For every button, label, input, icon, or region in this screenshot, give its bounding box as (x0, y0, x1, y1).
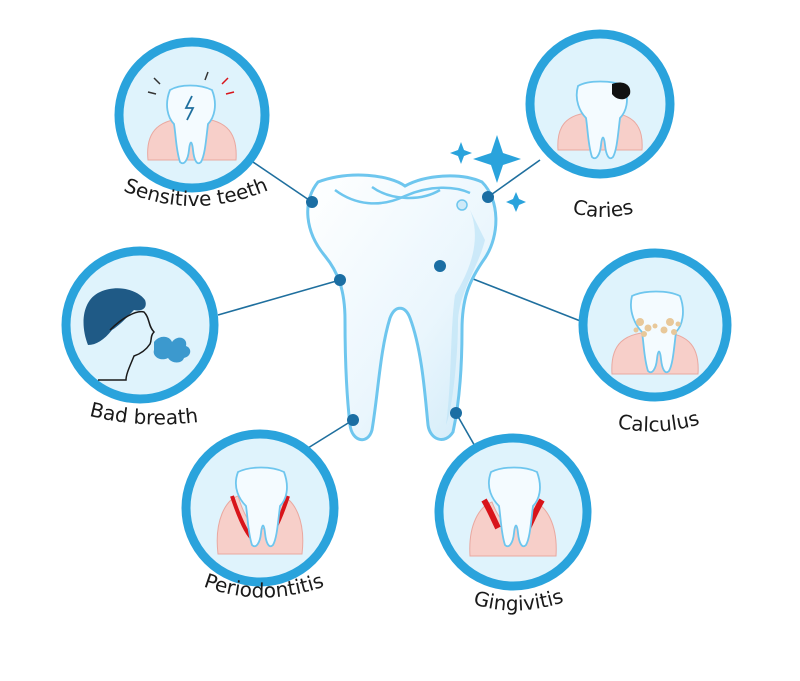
breath-cloud-icon (153, 336, 191, 363)
star-icon (473, 135, 521, 183)
dot-sensitive (306, 196, 318, 208)
ring-gingivitis (434, 433, 592, 591)
connector-bad-breath (217, 279, 341, 316)
connector-caries (487, 159, 541, 198)
sensitive-tooth-icon (147, 71, 237, 165)
gingivitis-tooth-icon (469, 466, 557, 557)
dot-gingivitis (450, 407, 462, 419)
caries-tooth-icon (557, 80, 643, 160)
ring-calculus (578, 248, 732, 402)
junction-dots (306, 191, 494, 426)
dot-calculus (434, 260, 446, 272)
ring-caries (525, 29, 675, 179)
decay-spot (612, 82, 631, 100)
dot-caries (482, 191, 494, 203)
connector-periodontitis (307, 419, 354, 449)
face-profile (98, 310, 156, 381)
dot-bad-breath (334, 274, 346, 286)
dot-periodontitis (347, 414, 359, 426)
hair-icon (83, 288, 146, 345)
connector-sensitive (249, 159, 313, 203)
central-tooth-body (306, 173, 498, 441)
ring-sensitive-teeth (114, 37, 270, 193)
periodontitis-tooth-icon (216, 466, 304, 555)
ring-bad-breath (61, 246, 219, 404)
central-tooth (306, 173, 498, 441)
central-tooth-side-shade (446, 210, 485, 425)
label-caries: Caries (571, 195, 635, 223)
central-tooth-highlight (334, 186, 471, 205)
lightning-icon (184, 95, 195, 121)
label-calculus: Calculus (616, 406, 701, 437)
calculus-tooth-icon (611, 290, 699, 375)
tartar-deposits (633, 318, 681, 337)
central-tooth-inner-ridge (371, 185, 441, 200)
star-icon (450, 142, 472, 164)
ring-periodontitis (181, 429, 339, 587)
bad-breath-face-icon (83, 288, 191, 381)
sparkle-stars (450, 135, 526, 212)
tooth-sparkle-dot (456, 199, 468, 211)
star-icon (506, 192, 526, 212)
